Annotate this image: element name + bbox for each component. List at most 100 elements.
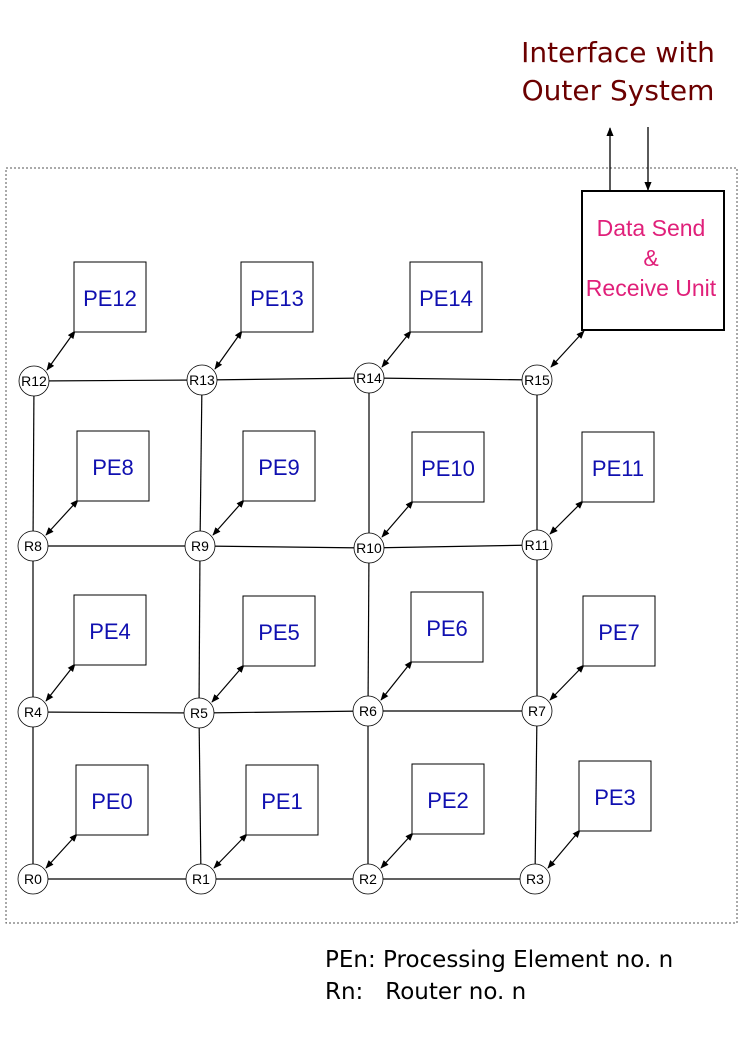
router-label: R2 — [359, 871, 377, 887]
mesh-links — [32, 377, 538, 880]
router-label: R12 — [21, 373, 47, 389]
pe-box — [245, 764, 319, 836]
pe-router-link — [380, 660, 413, 701]
pe-box — [581, 431, 655, 503]
interface-title-line2: Outer System — [522, 74, 715, 107]
mesh-link-v — [198, 712, 202, 880]
pe-router-link — [212, 499, 245, 536]
pe-label: PE0 — [91, 789, 133, 814]
router-label: R9 — [191, 538, 209, 554]
router-node — [521, 529, 553, 561]
router-label: R3 — [526, 871, 544, 887]
mesh-link-h — [198, 710, 369, 714]
data-unit-line2: & — [643, 245, 658, 271]
pe-box — [242, 595, 316, 667]
pe-label: PE9 — [258, 455, 300, 480]
pe-box — [242, 430, 316, 502]
pe-router-link — [213, 833, 248, 869]
mesh-link-h — [368, 544, 538, 549]
pe-label: PE13 — [250, 286, 304, 311]
router-node — [185, 863, 217, 895]
pe-label: PE6 — [426, 616, 468, 641]
pe-label: PE5 — [258, 620, 300, 645]
router-node — [352, 695, 384, 727]
router-node — [183, 697, 215, 729]
mesh-link-v — [534, 710, 538, 880]
mesh-link-v — [199, 379, 203, 547]
router-label: R15 — [524, 372, 550, 388]
pe-router-link — [549, 664, 585, 701]
mesh-link-v — [32, 380, 35, 547]
pe-box — [75, 764, 149, 836]
data-unit-line3: Receive Unit — [586, 275, 717, 301]
router-label: R11 — [525, 537, 550, 553]
r15-dsu-link — [550, 330, 585, 368]
legend-pe: PEn: Processing Element no. n — [325, 947, 673, 973]
pe-box — [411, 431, 485, 503]
pe-router-link — [214, 330, 243, 370]
system-boundary — [5, 167, 738, 924]
pe-label: PE7 — [598, 620, 640, 645]
router-label: R8 — [24, 538, 42, 554]
pe-label: PE2 — [427, 788, 469, 813]
legend-router: Rn: Router no. n — [325, 979, 526, 1005]
pe-label: PE8 — [92, 455, 134, 480]
pe-label: PE14 — [419, 286, 473, 311]
pe-box — [240, 261, 314, 333]
pe-router-link — [381, 330, 412, 368]
mesh-link-h — [33, 379, 203, 382]
router-node — [184, 530, 216, 562]
pe-box — [73, 261, 147, 333]
pe-box — [582, 595, 656, 667]
router-node — [352, 863, 384, 895]
mesh-link-h — [201, 377, 370, 381]
pe-box — [73, 594, 147, 666]
router-node — [18, 365, 50, 397]
pe-box — [578, 760, 652, 832]
data-unit-line1: Data Send — [597, 215, 706, 241]
pe-label: PE3 — [594, 785, 636, 810]
mesh-link-v — [198, 545, 201, 714]
pe-router-link — [46, 330, 76, 371]
pe-router-link — [211, 664, 245, 703]
pe-label: PE12 — [83, 286, 137, 311]
router-label: R5 — [190, 705, 208, 721]
router-node — [17, 696, 49, 728]
pe-router-link — [381, 500, 414, 538]
mesh-link-h — [32, 711, 200, 714]
mesh-link-h — [199, 545, 370, 549]
mesh-link-v — [367, 547, 370, 712]
pe-label: PE4 — [89, 619, 131, 644]
router-node — [519, 863, 551, 895]
interface-title-line1: Interface with — [521, 36, 715, 69]
pe-router-links — [45, 330, 585, 869]
router-node — [521, 364, 553, 396]
pe-router-link — [380, 832, 414, 869]
router-node — [353, 532, 385, 564]
pe-box — [410, 591, 484, 663]
router-label: R10 — [356, 540, 382, 556]
mesh-link-h — [368, 377, 538, 381]
pe-box — [76, 430, 150, 502]
router-label: R0 — [24, 871, 42, 887]
pe-router-link — [45, 499, 79, 536]
router-label: R4 — [24, 704, 42, 720]
router-node — [186, 364, 218, 396]
pe-label: PE1 — [261, 789, 303, 814]
pe-router-link — [45, 663, 76, 702]
router-label: R6 — [359, 703, 377, 719]
pe-box — [409, 261, 483, 333]
router-node — [353, 362, 385, 394]
router-node — [521, 695, 553, 727]
router-label: R1 — [192, 871, 210, 887]
router-node — [17, 530, 49, 562]
pe-box — [411, 763, 485, 835]
router-label: R14 — [356, 370, 382, 386]
pe-router-link — [549, 500, 584, 535]
pe-router-link — [547, 829, 581, 869]
pe-label: PE10 — [421, 456, 475, 481]
router-node — [17, 863, 49, 895]
